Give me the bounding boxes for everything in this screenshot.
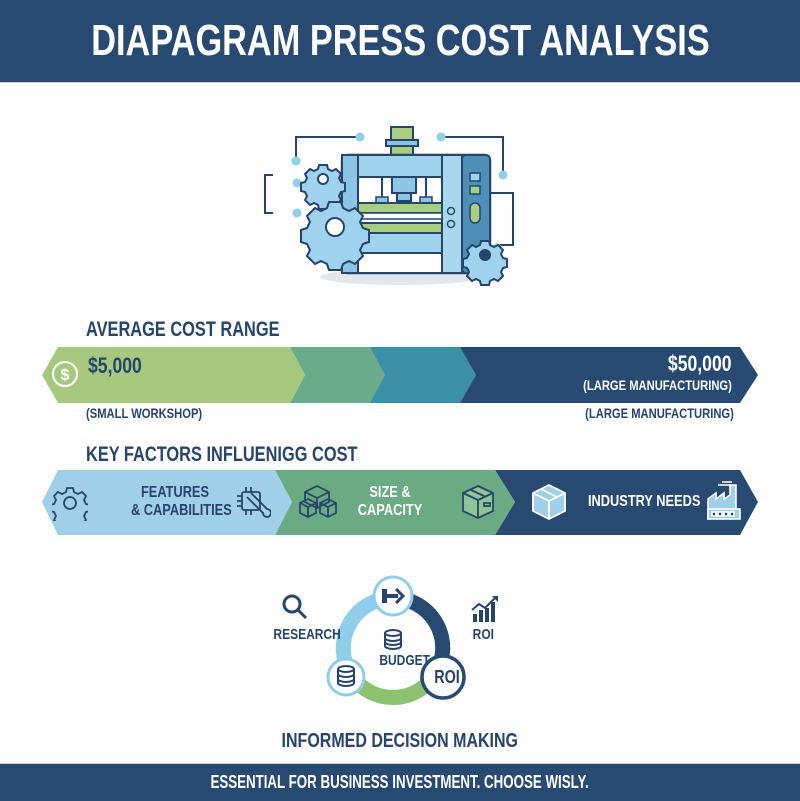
press-illustration (255, 115, 545, 290)
gear-icon (300, 164, 508, 286)
roi-node-label: ROI (434, 667, 460, 687)
footer-text: ESSENTIAL FOR BUSINESS INVESTMENT. CHOOS… (210, 772, 590, 792)
page-title: DIAPAGRAM PRESS COST ANALYSIS (90, 16, 710, 65)
search-icon (282, 594, 308, 620)
low-price: $5,000 (88, 353, 142, 378)
dollar-icon: $ (51, 360, 79, 388)
footer-banner: ESSENTIAL FOR BUSINESS INVESTMENT. CHOOS… (0, 763, 800, 801)
decision-label: INFORMED DECISION MAKING (281, 730, 519, 752)
research-label: RESEARCH (273, 626, 341, 643)
budget-label: BUDGET (379, 652, 431, 669)
factor-industry: INDUSTRY NEEDS (588, 493, 701, 510)
factor-size: SIZE & CAPACITY (357, 484, 423, 519)
cost-range-title: AVERAGE COST RANGE (86, 318, 280, 341)
low-label: (SMALL WORKSHOP) (86, 405, 203, 421)
database-icon (384, 629, 402, 650)
high-price: $50,000 (668, 351, 732, 376)
cost-range-band: $ $5,000 $50,000 (LARGE MANUFACTURING) (40, 345, 760, 405)
roi-side-label: ROI (472, 626, 495, 643)
arrow-right-icon (382, 587, 406, 605)
key-factors-band: FEATURES & CAPABILITIES SIZE & CAPACITY (40, 469, 760, 536)
header-banner: DIAPAGRAM PRESS COST ANALYSIS (0, 0, 800, 83)
decision-cycle: RESEARCH ROI BUDGET ROI (255, 570, 545, 720)
growth-chart-icon (471, 596, 498, 622)
key-factors-title: KEY FACTORS INFLUENIGG COST (86, 443, 358, 466)
high-label-below: (LARGE MANUFACTURING) (585, 405, 734, 421)
svg-text:$: $ (61, 367, 70, 384)
high-label-inside: (LARGE MANUFACTURING) (583, 377, 732, 393)
factor-features: FEATURES & CAPABILITIES (131, 484, 232, 519)
database-icon (337, 665, 355, 687)
press-machine-icon (264, 126, 514, 286)
decision-heading: INFORMED DECISION MAKING (0, 730, 800, 753)
